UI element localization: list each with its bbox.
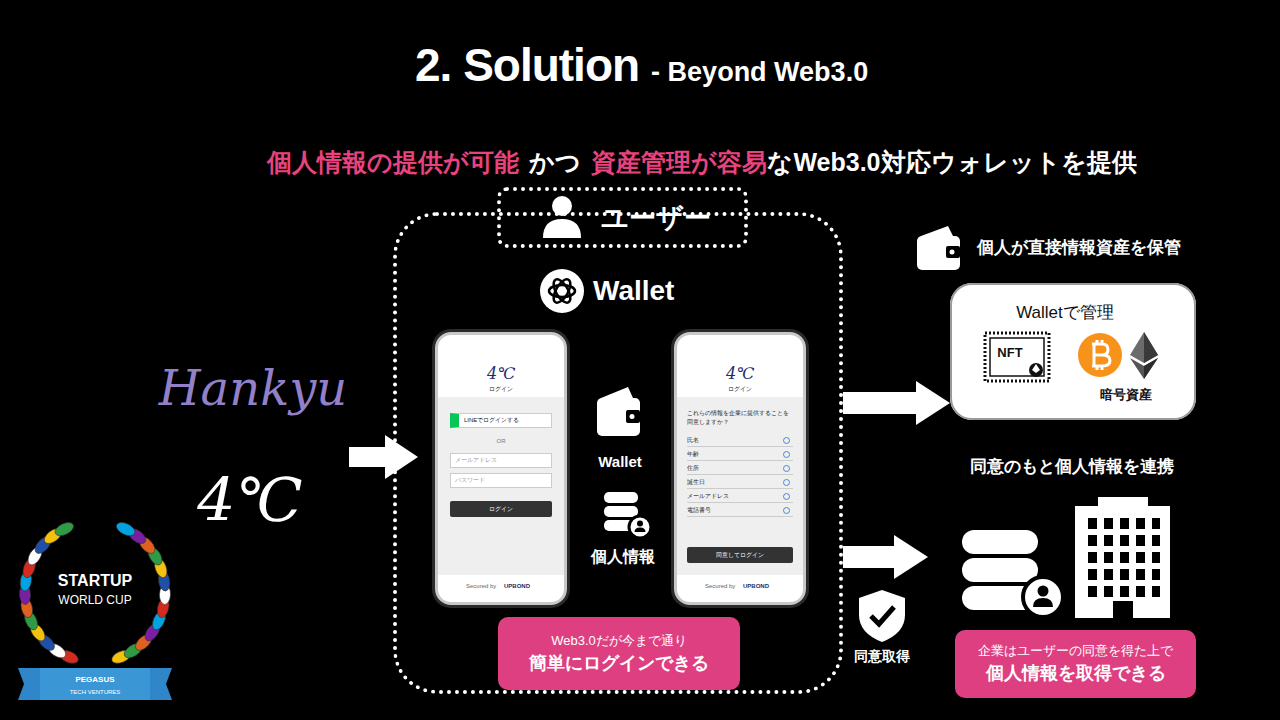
slide-title: 2. Solution [415, 38, 639, 92]
node-text: メールアドレス [687, 491, 793, 503]
wreath-leaf [53, 520, 76, 539]
ethereum-icon [1130, 332, 1158, 379]
node-text: 同意してログイン [687, 547, 793, 563]
node-text: ログイン [728, 385, 752, 394]
node-text: Wallet [593, 275, 674, 307]
node-text: 4℃ [726, 364, 754, 383]
wallet-icon [597, 387, 640, 436]
badge-text: WORLD CUP [58, 593, 131, 607]
phone-screen: 4℃ログインLINEでログインするORメールアドレスパスワードログインSecur… [435, 332, 567, 605]
badge-text: STARTUP [58, 572, 132, 590]
subtitle: - Beyond Web3.0 [651, 57, 868, 88]
input-arrow [349, 435, 418, 479]
company-group: 企業はユーザーの同意を得た上で個人情報を取得できる [928, 490, 1200, 700]
database-icon [962, 530, 1063, 617]
icon-label: 個人情報 [591, 547, 655, 568]
node-text: 簡単にログインできる [529, 650, 709, 676]
user-box: ユーザー [497, 187, 748, 248]
node-text: Secured by [466, 583, 496, 589]
node-text: これらの情報を企業に提供することを同意しますか？ [687, 409, 793, 427]
flow-arrow [843, 546, 900, 568]
nft-stamp [985, 333, 1049, 381]
node-text: ログイン [489, 385, 513, 394]
asset-box-fill [950, 283, 1196, 420]
node-text: ユーザー [601, 200, 711, 236]
company-building [1075, 497, 1170, 618]
node-text: Walletで管理 [1016, 301, 1114, 324]
consent-shield [859, 590, 905, 642]
pink-callout: Web3.0だが今まで通り簡単にログインできる [498, 617, 740, 690]
section-label: 同意のもと個人情報を連携 [970, 455, 1174, 478]
node-text: Web3.0だが今まで通り [551, 632, 687, 650]
node-text: 企業はユーザーの同意を得た上で [978, 642, 1173, 660]
headline-highlight: 資産管理が容易 [591, 146, 767, 179]
asset-box: Walletで管理暗号資産 [950, 283, 1196, 420]
node-text: 個人情報を取得できる [986, 660, 1166, 686]
section-label: 個人が直接情報資産を保管 [977, 236, 1181, 259]
client-logo: Hankyu [159, 360, 348, 416]
node-text: LINEでログインする [450, 413, 552, 428]
node-text: Secured by [705, 583, 735, 589]
pink-panel: 企業はユーザーの同意を得た上で個人情報を取得できる [955, 630, 1196, 698]
wallet-logo [540, 269, 584, 313]
award-ribbon [18, 668, 172, 700]
client-logo: 4℃ [197, 465, 302, 535]
database-icon [604, 492, 651, 538]
bitcoin-icon [1078, 333, 1122, 377]
icon-label: Wallet [598, 453, 642, 470]
subtitle-row: 個人情報の提供が可能かつ資産管理が容易なWeb3.0対応ウォレットを提供 [0, 146, 1280, 179]
node-text: 電話番号 [687, 505, 793, 517]
wreath-leaf [114, 520, 137, 539]
node-text: 誕生日 [687, 477, 793, 489]
node-text: パスワード [450, 473, 552, 488]
node-text: 4℃ [487, 364, 515, 383]
node-text: 年齢 [687, 449, 793, 461]
node-text: 住所 [687, 463, 793, 475]
badge-text: TECH VENTURES [70, 689, 121, 695]
node-text: ログイン [450, 501, 552, 517]
node-text: UPBOND [504, 583, 530, 589]
node-text: OR [497, 438, 506, 444]
nft-label: NFT [997, 345, 1022, 360]
headline-text: かつ [529, 146, 581, 179]
user-icon [543, 196, 581, 238]
node-text: メールアドレス [450, 453, 552, 468]
wallet-icon [917, 226, 960, 270]
node-text: 氏名 [687, 435, 793, 447]
title-row: 2. Solution - Beyond Web3.0 [415, 38, 868, 92]
headline-highlight: 個人情報の提供が可能 [267, 146, 519, 179]
headline-text: なWeb3.0対応ウォレットを提供 [767, 146, 1136, 179]
phone-screen: 4℃ ログインこれらの情報を企業に提供することを同意しますか？ 氏名年齢住所誕生日メ… [674, 332, 806, 605]
badge-text: PEGASUS [75, 675, 114, 684]
icon-label: 同意取得 [854, 648, 910, 666]
node-text: UPBOND [743, 583, 769, 589]
node-text: 暗号資産 [1100, 386, 1152, 404]
award-wreath [19, 520, 171, 666]
flow-arrow [843, 392, 922, 414]
